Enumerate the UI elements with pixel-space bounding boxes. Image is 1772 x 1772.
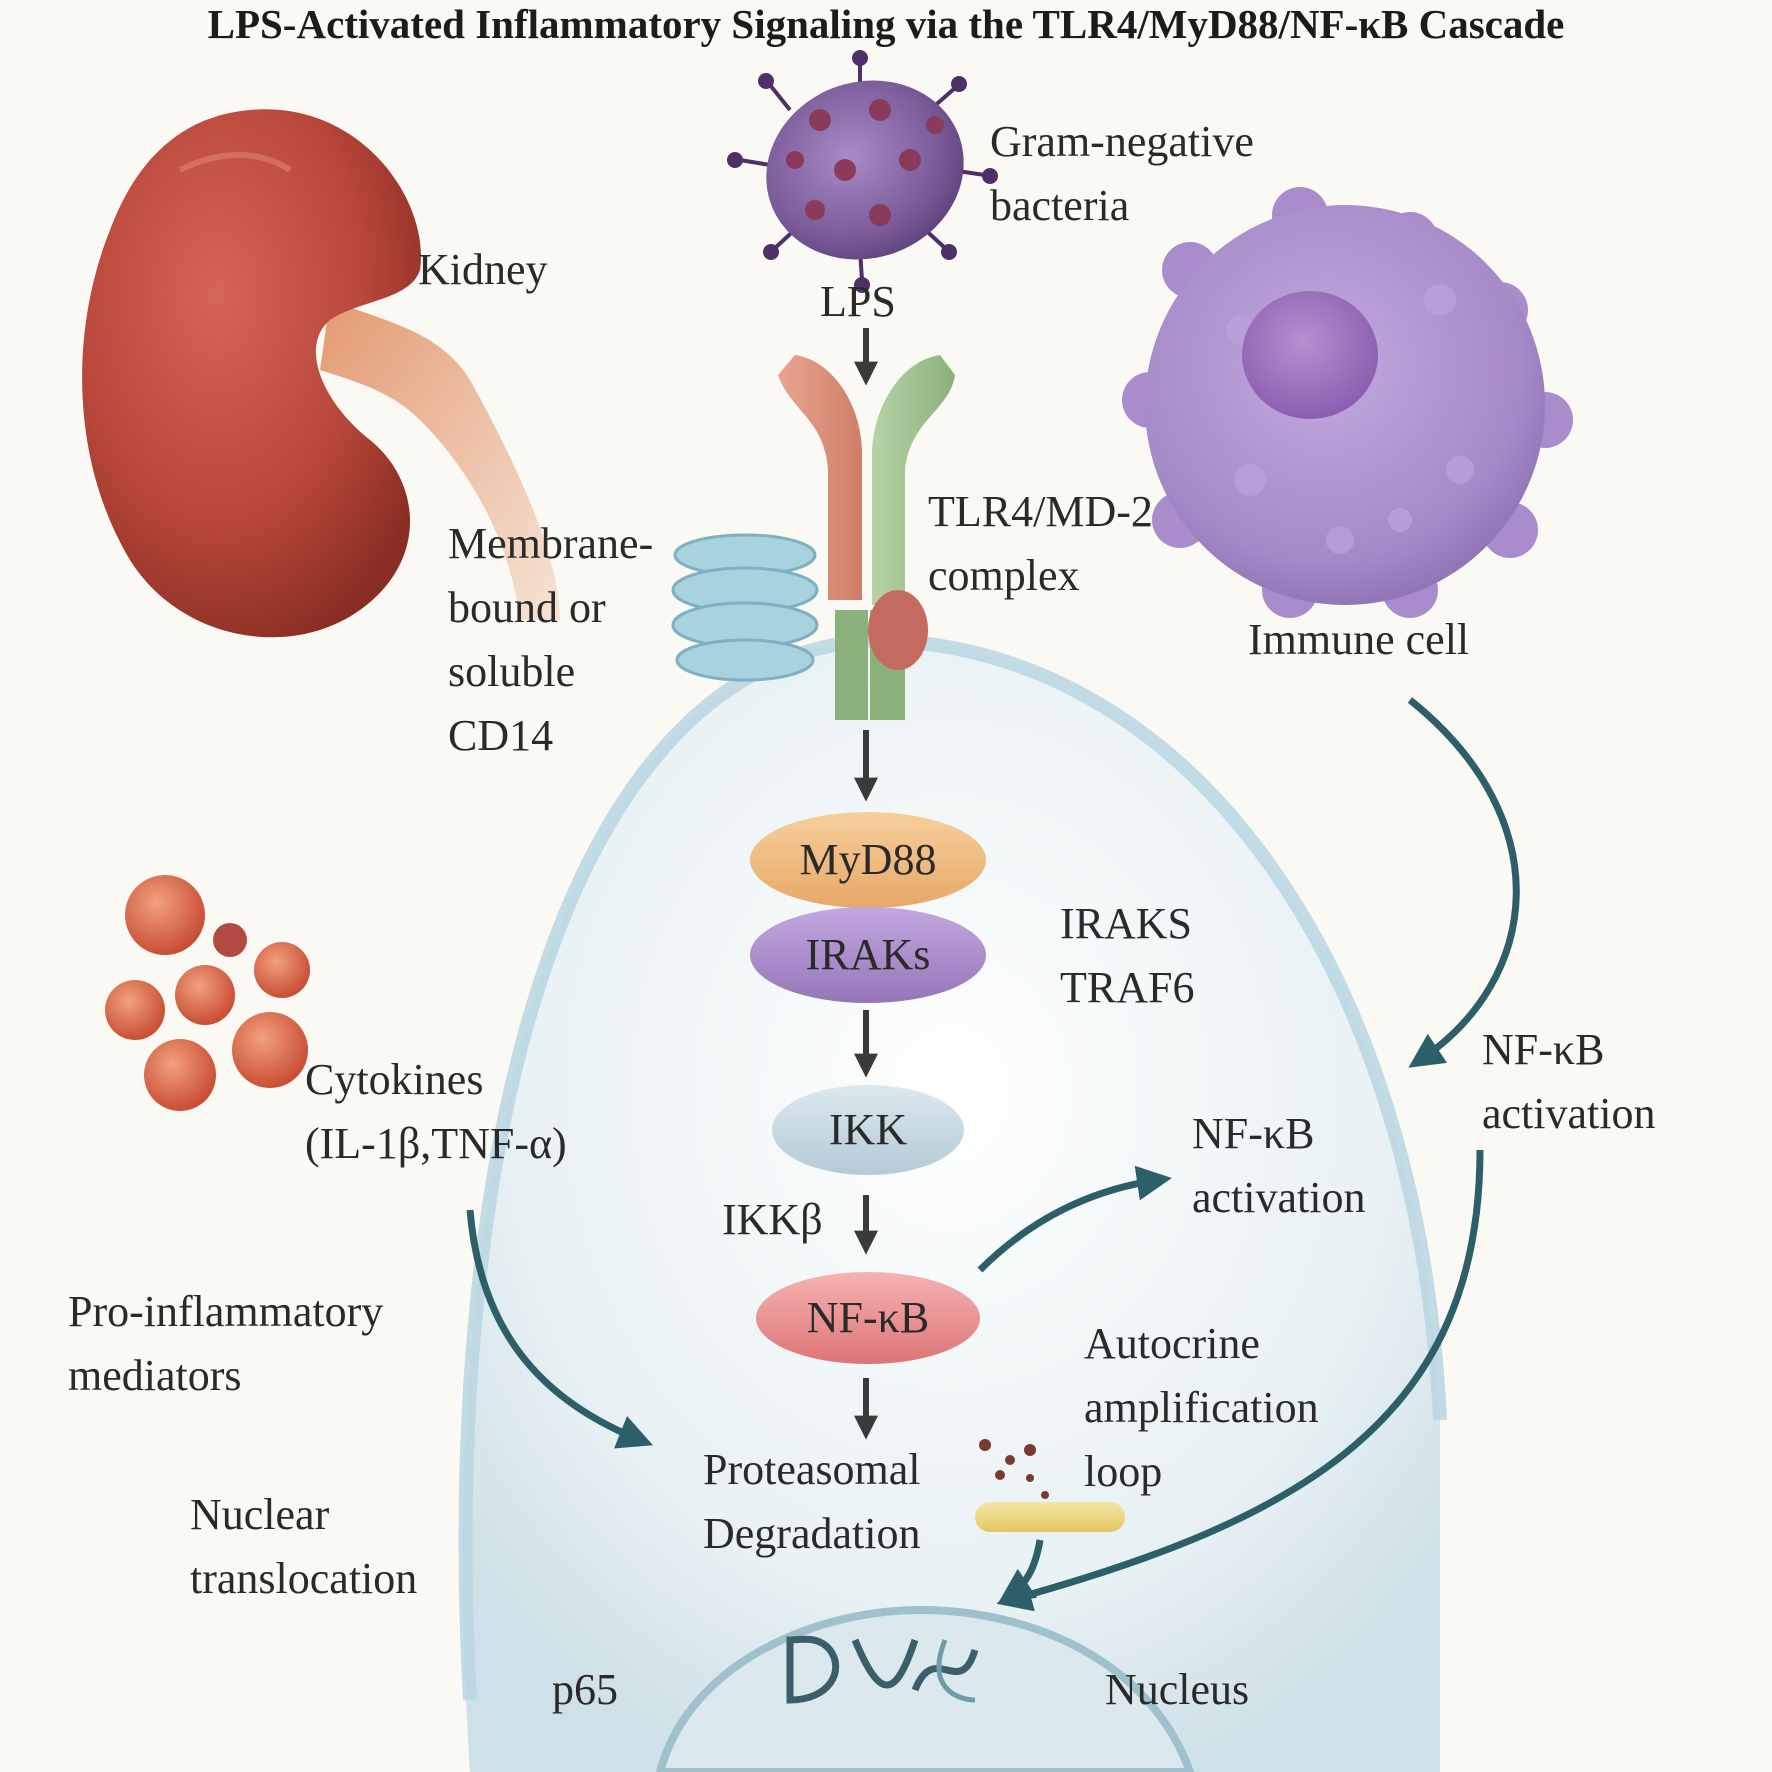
gram-negative-bacteria-icon xyxy=(727,50,998,293)
label-autocrine-line-3: loop xyxy=(1084,1447,1163,1496)
label-cd14-line-1: Membrane- xyxy=(448,519,654,568)
label-degradation-line: Degradation xyxy=(703,1509,921,1558)
label-kidney: Kidney xyxy=(418,245,548,294)
label-nfkb-activation-right-line-1: NF-κB xyxy=(1482,1025,1605,1074)
label-traf6-line: TRAF6 xyxy=(1060,963,1195,1012)
iraks-node-shape xyxy=(750,907,986,1003)
label-nfkb-activation-center-line-1: NF-κB xyxy=(1192,1109,1315,1158)
myd88-label: MyD88 xyxy=(799,835,937,884)
label-tlr4-complex-line-1: TLR4/MD-2 xyxy=(928,487,1153,536)
label-tlr4-complex-line-2: complex xyxy=(928,551,1080,600)
p65-fragment-icon xyxy=(975,1502,1125,1532)
iraks-label: IRAKs xyxy=(805,930,931,979)
label-p65: p65 xyxy=(552,1665,618,1714)
figure-title: LPS-Activated Inflammatory Signaling via… xyxy=(207,1,1565,47)
label-immune-cell: Immune cell xyxy=(1248,615,1470,664)
label-pro-inflammatory-line-2: mediators xyxy=(68,1351,242,1400)
cd14-membrane-cluster xyxy=(671,533,819,682)
label-pro-inflammatory-line-1: Pro-inflammatory xyxy=(68,1287,384,1336)
label-iraks-line: IRAKS xyxy=(1060,899,1193,948)
label-lps: LPS xyxy=(820,277,896,326)
label-gram-negative-line-1: Gram-negative xyxy=(990,117,1254,166)
label-autocrine-line-2: amplification xyxy=(1084,1383,1319,1432)
arrow-cytokines-to-degradation xyxy=(466,1209,653,1449)
degradation-fragments-icon xyxy=(979,1439,1049,1499)
kidney-icon xyxy=(82,109,560,638)
label-proteasomal-degradation: Proteasomal Degradation xyxy=(703,1438,921,1566)
label-gram-negative-line-2: bacteria xyxy=(990,181,1130,230)
cell-body xyxy=(462,640,1441,1772)
label-cd14-line-2: bound or xyxy=(448,583,606,632)
label-nucleus: Nucleus xyxy=(1105,1665,1250,1714)
label-iraks-traf6: IRAKS TRAF6 xyxy=(1060,892,1194,1020)
label-nuclear-translocation-line-1: Nuclear xyxy=(190,1490,330,1539)
label-nuclear-translocation-line-2: translocation xyxy=(190,1554,418,1603)
tlr4-md2-receptor xyxy=(778,355,955,720)
label-cd14-line-3: soluble xyxy=(448,647,576,696)
label-autocrine-loop: Autocrine amplification loop xyxy=(1084,1312,1319,1504)
label-cytokines: Cytokines (IL-1β,TNF-α) xyxy=(305,1048,567,1176)
label-nfkb-activation-right-line-2: activation xyxy=(1482,1089,1656,1138)
label-cd14: Membrane- bound or soluble CD14 xyxy=(448,512,653,768)
ikk-node-shape xyxy=(772,1085,964,1175)
arrow-immune-to-nfkb-activation xyxy=(1407,697,1520,1068)
label-gram-negative: Gram-negative bacteria xyxy=(990,110,1254,238)
label-nfkb-activation-center: NF-κB activation xyxy=(1192,1102,1366,1230)
label-cytokines-line-2: (IL-1β,TNF-α) xyxy=(305,1119,567,1168)
dna-icon xyxy=(786,1635,979,1704)
label-nuclear-translocation: Nuclear translocation xyxy=(190,1483,417,1611)
label-pro-inflammatory: Pro-inflammatory mediators xyxy=(68,1280,383,1408)
label-nfkb-activation-center-line-2: activation xyxy=(1192,1173,1366,1222)
label-nfkb-activation-right: NF-κB activation xyxy=(1482,1018,1656,1146)
cytokine-spheres-icon xyxy=(105,875,310,1111)
nfkb-node-shape xyxy=(756,1272,980,1364)
label-proteasomal-line: Proteasomal xyxy=(703,1445,921,1494)
label-ikkbeta: IKKβ xyxy=(722,1195,823,1244)
arrow-degradation-to-nucleus xyxy=(998,1539,1044,1603)
label-autocrine-line-1: Autocrine xyxy=(1084,1319,1260,1368)
arrow-loop-to-nucleus xyxy=(996,1149,1484,1612)
nfkb-label: NF-κB xyxy=(806,1293,930,1342)
myd88-node-shape xyxy=(750,812,986,908)
label-cd14-line-4: CD14 xyxy=(448,711,554,760)
ikk-label: IKK xyxy=(828,1105,908,1154)
label-tlr4-complex: TLR4/MD-2 complex xyxy=(928,480,1153,608)
label-cytokines-line-1: Cytokines xyxy=(305,1055,484,1104)
arrow-nfkb-to-activation xyxy=(977,1165,1172,1273)
immune-cell-icon xyxy=(1122,187,1573,618)
